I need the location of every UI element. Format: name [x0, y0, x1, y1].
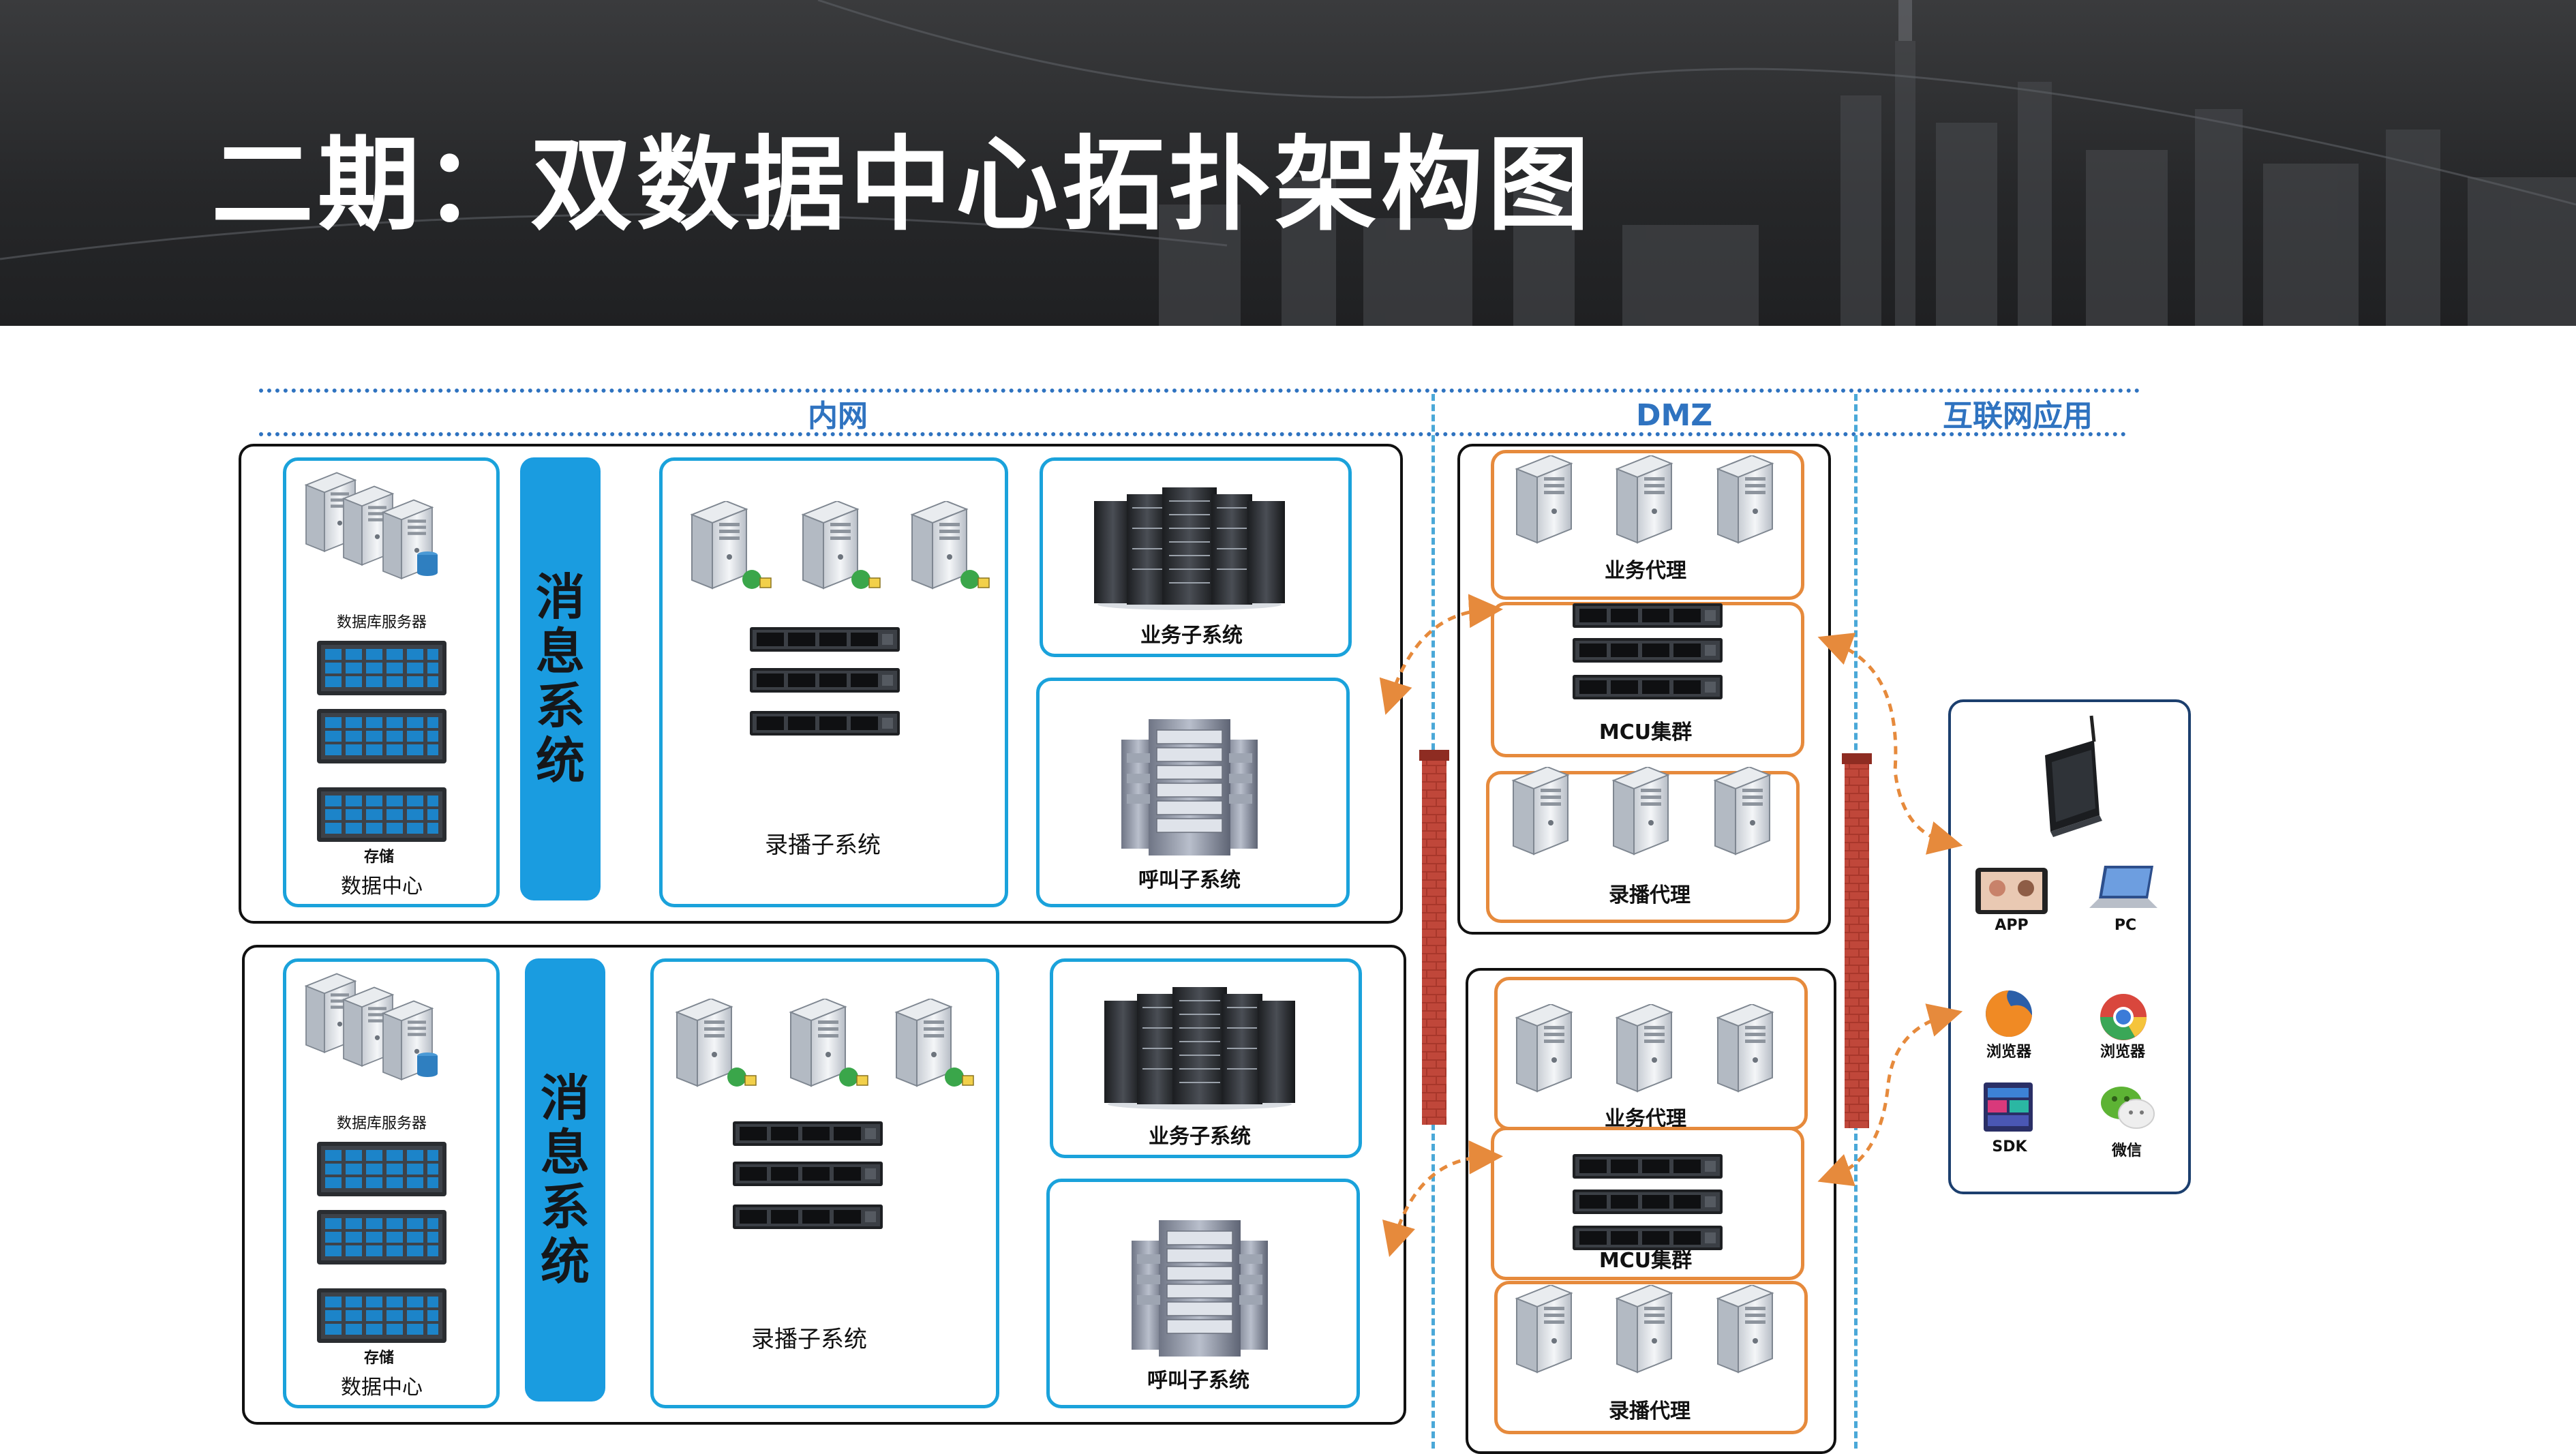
client-label-app: APP — [1995, 917, 2029, 934]
firefox-browser-icon — [1986, 990, 2032, 1037]
client-label-wechat: 微信 — [2111, 1142, 2142, 1160]
city-background-image — [0, 0, 2576, 326]
globe-badge-icon — [839, 1067, 868, 1087]
business-subsystem-label: 业务子系统 — [1140, 624, 1243, 648]
message-system-label: 消息系统 — [540, 1070, 590, 1290]
recording-subsystem-label: 录播子系统 — [765, 832, 881, 859]
mcu-cluster-label: MCU集群 — [1598, 1249, 1693, 1273]
firewall-icon — [1419, 750, 1449, 1125]
db-server-label: 数据库服务器 — [336, 1115, 427, 1132]
laptop-pc-icon — [2089, 866, 2157, 908]
client-label-pc: PC — [2114, 917, 2137, 934]
recording-proxy-label: 录播代理 — [1609, 883, 1691, 907]
tablet-app-icon — [1975, 868, 2048, 914]
globe-badge-icon — [960, 570, 990, 589]
message-system-bar: 消息系统 — [525, 958, 605, 1402]
globe-badge-icon — [727, 1067, 757, 1087]
link-dmz2-clients — [1817, 1003, 1963, 1187]
business-proxy-label: 业务代理 — [1605, 559, 1686, 583]
business-subsystem-label: 业务子系统 — [1149, 1125, 1251, 1149]
client-label-sdk: SDK — [1992, 1138, 2027, 1155]
call-subsystem-label: 呼叫子系统 — [1147, 1369, 1249, 1393]
zone-label-intranet: 内网 — [808, 399, 868, 434]
zone-top-divider — [259, 389, 2140, 393]
link-dmz1-clients — [1817, 633, 1963, 855]
database-cylinder-icon — [417, 551, 438, 576]
storage-label: 存储 — [363, 849, 395, 866]
recording-proxy-label: 录播代理 — [1609, 1399, 1691, 1423]
database-cylinder-icon — [417, 1052, 438, 1077]
wechat-icon — [2101, 1087, 2155, 1129]
zone-label-dmz: DMZ — [1636, 398, 1713, 433]
link-intranet2-dmz2 — [1382, 1140, 1503, 1257]
call-subsystem-label: 呼叫子系统 — [1138, 868, 1241, 892]
client-label-browser: 浏览器 — [1986, 1044, 2032, 1061]
zone-bottom-divider — [259, 432, 2127, 436]
title-banner: 二期：双数据中心拓扑架构图 — [0, 0, 2576, 326]
video-terminal-icon — [2045, 715, 2102, 837]
datacenter-label: 数据中心 — [341, 875, 423, 898]
recording-subsystem-label: 录播子系统 — [751, 1326, 867, 1353]
db-server-label: 数据库服务器 — [336, 614, 427, 631]
link-intranet1-dmz1 — [1379, 594, 1503, 715]
globe-badge-icon — [742, 570, 772, 589]
globe-badge-icon — [945, 1067, 974, 1087]
message-system-label: 消息系统 — [535, 569, 585, 789]
page-title: 二期：双数据中心拓扑架构图 — [211, 126, 1594, 245]
zone-label-internet: 互联网应用 — [1943, 399, 2093, 434]
chrome-browser-icon — [2100, 994, 2147, 1040]
mcu-cluster-label: MCU集群 — [1598, 721, 1693, 744]
client-label-browser: 浏览器 — [2100, 1044, 2146, 1061]
sdk-icon — [1984, 1082, 2033, 1132]
globe-badge-icon — [851, 570, 881, 589]
message-system-bar: 消息系统 — [520, 457, 601, 900]
call-subsystem-box — [1036, 678, 1350, 907]
storage-label: 存储 — [363, 1350, 395, 1367]
datacenter-label: 数据中心 — [341, 1376, 423, 1399]
